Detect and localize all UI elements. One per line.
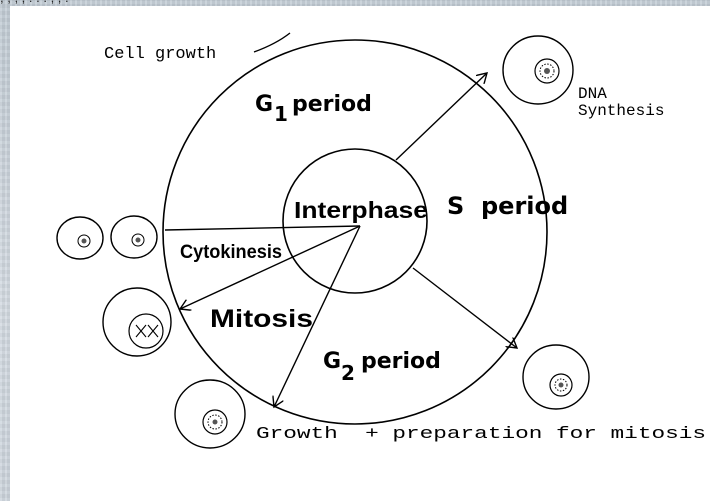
label-dna: DNA xyxy=(578,85,607,103)
label-g2-period: period xyxy=(361,349,441,374)
label-cytokinesis: Cytokinesis xyxy=(180,242,282,263)
arrow-to-g2 xyxy=(413,268,517,348)
daughter-cell-right xyxy=(111,216,157,258)
label-synthesis: Synthesis xyxy=(578,102,664,120)
label-mitosis: Mitosis xyxy=(210,305,313,333)
growth-cell xyxy=(175,380,245,448)
mitosis-cell xyxy=(103,288,171,356)
daughter-cell-left xyxy=(57,217,103,259)
label-g1-period: period xyxy=(292,92,372,117)
arrow-to-dna-synthesis xyxy=(396,73,487,160)
label-g2-letter: G xyxy=(323,349,341,374)
label-g1-letter: G xyxy=(255,92,273,117)
label-interphase: Interphase xyxy=(294,197,428,223)
g2-cell xyxy=(523,345,589,409)
label-s-period: S period xyxy=(447,192,568,220)
label-g2-subscript: 2 xyxy=(341,361,355,385)
cell-growth-leader xyxy=(254,33,290,52)
dna-synthesis-cell xyxy=(503,36,573,104)
label-cell-growth: Cell growth xyxy=(104,45,216,64)
label-g1-subscript: 1 xyxy=(274,102,288,126)
label-growth-preparation: Growth + preparation for mitosis xyxy=(256,425,706,444)
